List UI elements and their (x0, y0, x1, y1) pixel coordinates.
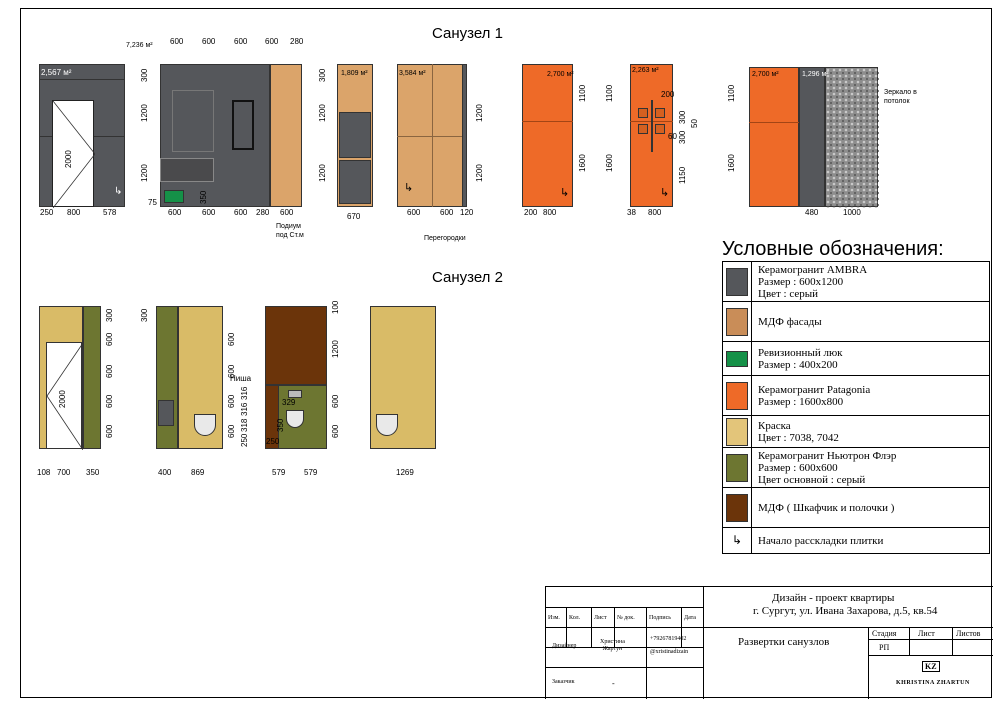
toilet (194, 414, 216, 436)
tile-start-icon: ↳ (114, 186, 123, 197)
dryer (339, 160, 371, 204)
legend-heading: Условные обозначения: (722, 238, 944, 260)
bath2-heading: Санузел 2 (432, 269, 503, 286)
door (46, 342, 83, 450)
washer (339, 112, 371, 158)
door (52, 100, 95, 208)
bath1-heading: Санузел 1 (432, 25, 503, 42)
tile-start-icon: ↳ (560, 187, 570, 199)
tile-start-icon: ↳ (722, 527, 752, 554)
legend-row: МДФ фасады (722, 301, 990, 342)
inspection-hatch (164, 190, 184, 203)
toilet (286, 410, 304, 428)
shower-rail (651, 100, 653, 152)
towel-rail (232, 100, 254, 150)
title-block: Дизайн - проект квартиры г. Сургут, ул. … (545, 586, 993, 699)
brand-logo: KZ (922, 661, 940, 672)
flush-panel (288, 390, 302, 398)
legend-row: МДФ ( Шкафчик и полочки ) (722, 487, 990, 528)
tile-start-icon: ↳ (660, 187, 670, 199)
tile-start-icon: ↳ (404, 182, 414, 194)
pebble-panel (825, 67, 879, 208)
drawing-frame (20, 8, 992, 698)
toilet (376, 414, 398, 436)
legend-row: ↳Начало расскладки плитки (722, 527, 990, 554)
